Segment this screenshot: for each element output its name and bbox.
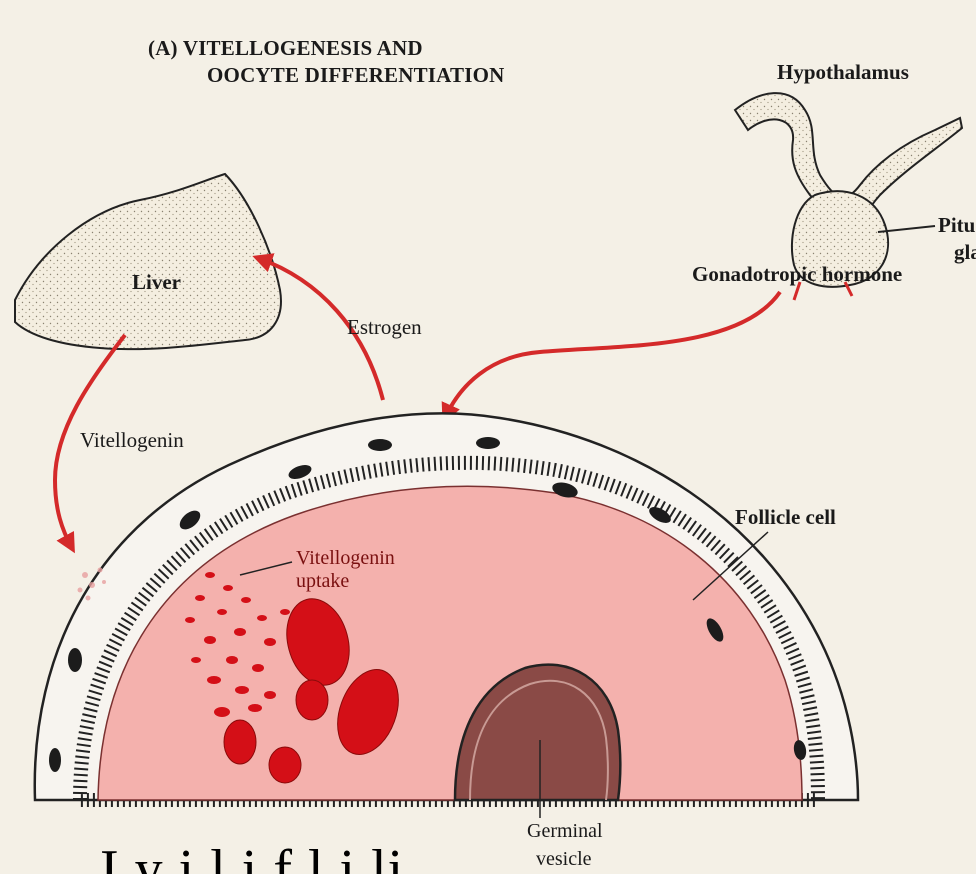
label-vitellogenin: Vitellogenin — [80, 428, 184, 453]
label-vitellogenin-uptake-1: Vitellogenin — [296, 547, 395, 570]
label-follicle-cell: Follicle cell — [735, 505, 836, 530]
label-pituitary-1: Pitu — [938, 213, 975, 238]
label-hypothalamus: Hypothalamus — [777, 60, 909, 85]
label-germinal-1: Germinal — [527, 820, 603, 843]
liver-shape — [15, 174, 281, 349]
label-germinal-2: vesicle — [536, 848, 592, 871]
title-line-2: OOCYTE DIFFERENTIATION — [207, 63, 504, 88]
label-gonadotropic-hormone: Gonadotropic hormone — [692, 262, 902, 287]
label-liver: Liver — [132, 270, 181, 295]
slide-caption-text: I y i l i f l i li — [100, 838, 404, 874]
gonadotropic-arrow — [445, 292, 780, 418]
label-estrogen: Estrogen — [347, 315, 422, 340]
label-vitellogenin-uptake-2: uptake — [296, 570, 349, 593]
title-line-1: (A) VITELLOGENESIS AND — [148, 36, 423, 61]
label-pituitary-2: gla — [954, 240, 976, 265]
